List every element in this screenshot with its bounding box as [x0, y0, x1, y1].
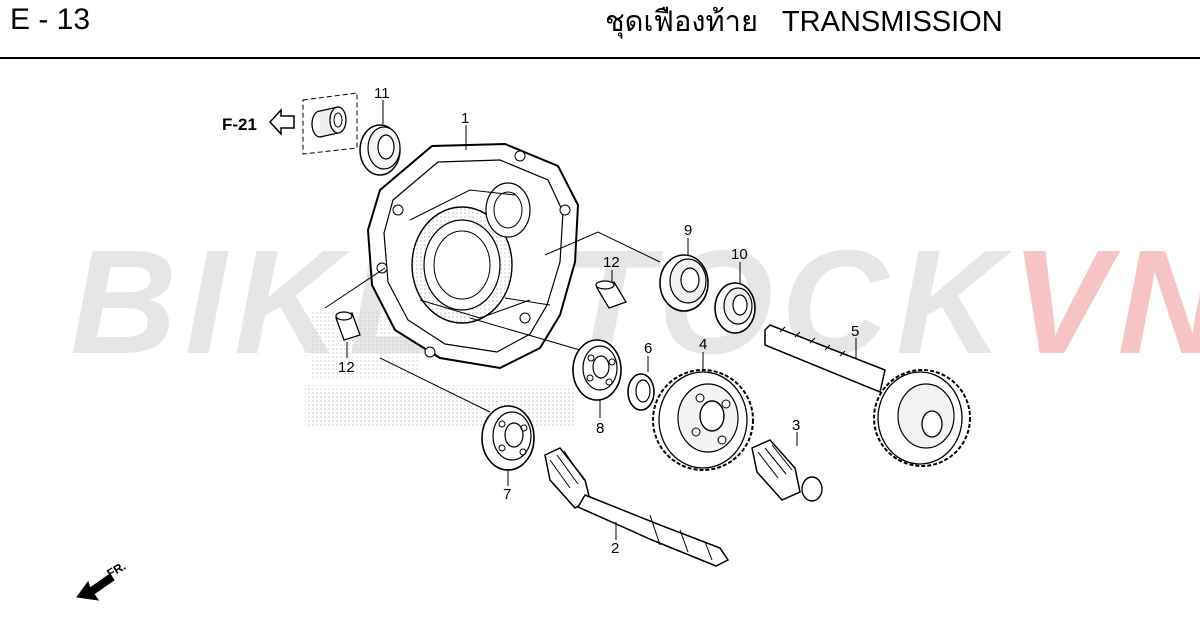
- watermark: BIKESTOCKVN: [70, 228, 1200, 378]
- callout-12-upper: 12: [603, 254, 620, 271]
- ball-bearing-9: [659, 238, 709, 312]
- callout-12-lower: 12: [338, 359, 355, 376]
- oil-seal-10: [714, 262, 756, 334]
- callout-7: 7: [503, 486, 511, 503]
- dowel-pin-12-left: [335, 311, 361, 358]
- callout-9: 9: [684, 222, 692, 239]
- watermark-accent: VN: [1010, 220, 1200, 385]
- callout-10: 10: [731, 246, 748, 263]
- front-direction-arrow: FR.: [76, 559, 128, 601]
- ball-bearing-7: [481, 405, 535, 486]
- oil-seal-11: [359, 100, 401, 176]
- leader-lines: [324, 231, 661, 413]
- title-thai: ชุดเฟืองท้าย: [605, 6, 758, 38]
- final-shaft-5: [764, 324, 971, 467]
- callout-5: 5: [851, 323, 859, 340]
- ball-bearing-8: [572, 339, 622, 418]
- dowel-pin-12-right: [595, 270, 627, 309]
- reference-arrow: F-21: [222, 92, 358, 155]
- needle-bearing-icon: [311, 106, 347, 138]
- reference-label: F-21: [222, 115, 257, 134]
- transmission-case-cover: [366, 125, 580, 370]
- callout-4: 4: [699, 336, 707, 353]
- callout-11: 11: [374, 85, 390, 102]
- final-gear-4: [652, 352, 754, 471]
- title-english: TRANSMISSION: [781, 6, 1003, 38]
- callout-6: 6: [644, 340, 652, 357]
- callout-1: 1: [461, 110, 469, 127]
- thrust-washer-6: [627, 356, 655, 411]
- callout-3: 3: [792, 417, 800, 434]
- callout-numbers: 1 2 3 4 5 6 7 8 9 10 11 12 12: [338, 85, 859, 557]
- drive-shaft-2: [544, 447, 730, 567]
- callout-8: 8: [596, 420, 604, 437]
- pinion-gear-3: [751, 432, 823, 502]
- header-divider: [0, 57, 1200, 59]
- page-code: E - 13: [10, 3, 91, 36]
- page-title: ชุดเฟืองท้าย TRANSMISSION: [605, 4, 1027, 40]
- callout-2: 2: [611, 540, 619, 557]
